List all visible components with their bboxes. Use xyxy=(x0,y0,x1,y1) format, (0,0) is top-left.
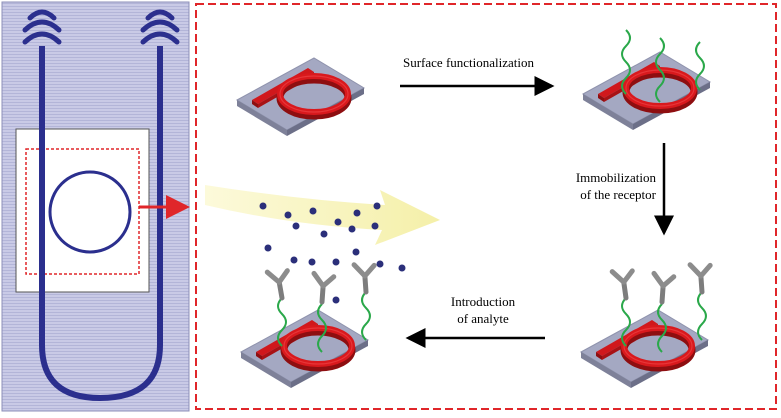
receptor-strand-icon xyxy=(621,29,705,103)
chip-bare xyxy=(237,58,364,136)
process-panel xyxy=(195,3,777,410)
chip-functionalized xyxy=(583,29,710,130)
right-grating-coupler-icon xyxy=(140,9,180,45)
zoom-region-marker xyxy=(25,148,140,275)
antibody-icon xyxy=(612,263,712,302)
step-label-analyte: of analyte xyxy=(457,311,509,326)
step-label-introduction: Introduction xyxy=(451,294,516,309)
step-label-receptor: of the receptor xyxy=(580,187,656,202)
step-label-surface-functionalization: Surface functionalization xyxy=(403,55,535,70)
bound-analyte-icon xyxy=(264,244,406,304)
waveguide-u-path xyxy=(39,46,163,402)
analyte-flow-arrow-icon xyxy=(205,185,440,245)
analyte-particle-icon xyxy=(259,202,381,238)
chip-with-analyte xyxy=(241,244,406,389)
antibody-icon xyxy=(267,263,376,302)
left-grating-coupler-icon xyxy=(22,9,62,45)
chip-with-receptors xyxy=(581,263,712,388)
step-label-immobilization: Immobilization xyxy=(576,170,657,185)
ring-resonator xyxy=(48,170,132,254)
